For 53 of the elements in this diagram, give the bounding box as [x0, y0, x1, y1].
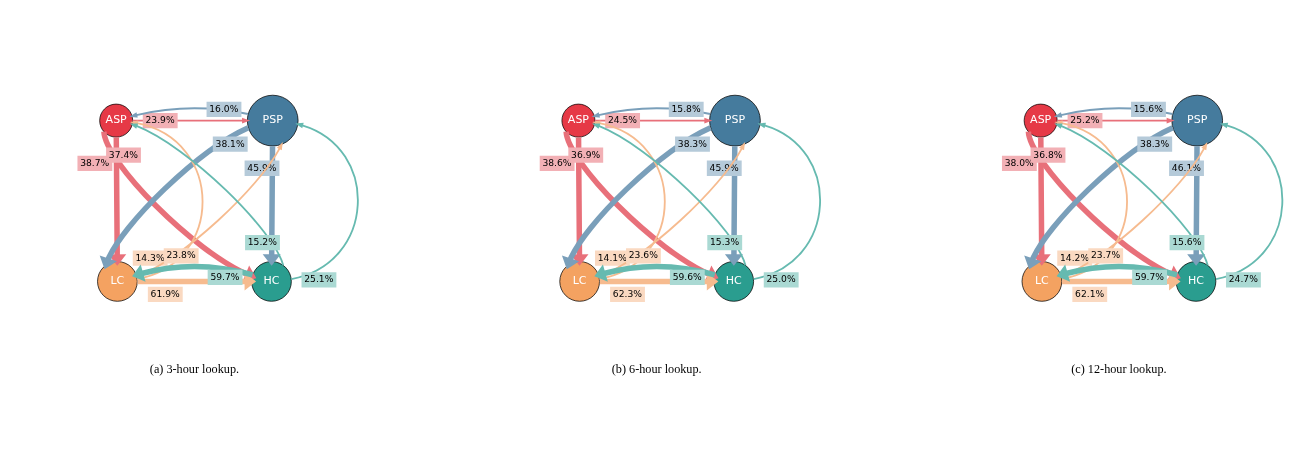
label: (b) 6-hour lookup.	[611, 361, 702, 376]
node-circle: ASP	[561, 103, 596, 137]
edge-label: 14.2%	[1060, 251, 1090, 263]
edge-label: 36.9%	[571, 148, 601, 160]
edge-label: 23.8%	[166, 248, 196, 260]
node-circle: LC	[97, 260, 138, 302]
edge-label: 15.2%	[247, 235, 277, 247]
label: (a) 3-hour lookup.	[149, 361, 240, 376]
edge-label: 45.9%	[709, 161, 739, 173]
edge-label: 38.3%	[1140, 137, 1170, 149]
node-circle: PSP	[1171, 94, 1223, 146]
edge-label: 23.7%	[1091, 248, 1121, 260]
edge-label: 14.1%	[597, 251, 627, 263]
edge-label: 38.1%	[215, 137, 245, 149]
arrow	[1215, 122, 1284, 280]
edge-label: 14.3%	[135, 251, 165, 263]
node-circle: LC	[1021, 260, 1063, 302]
edge-label: 38.3%	[677, 137, 707, 149]
edge-label: 59.7%	[1134, 270, 1164, 282]
edge-label: 25.0%	[766, 272, 796, 284]
edge-label: 15.6%	[1133, 102, 1163, 114]
edge-label: 15.6%	[1172, 235, 1202, 247]
arrow	[752, 122, 821, 280]
edge-label: 38.0%	[1004, 156, 1034, 168]
node-circle: ASP	[1023, 103, 1058, 137]
node-circle: LC	[559, 260, 600, 302]
edge-label: 25.2%	[1070, 113, 1100, 125]
node-circle: HC	[713, 260, 754, 302]
edge-label: 23.6%	[628, 248, 658, 260]
edge-label: 25.1%	[304, 272, 334, 284]
edge-label: 62.3%	[612, 287, 642, 299]
arrow	[108, 136, 127, 266]
edge-label: 15.8%	[671, 102, 701, 114]
node-circle: HC	[251, 260, 292, 302]
edge-label: 36.8%	[1033, 148, 1063, 160]
edge-label: 23.9%	[145, 113, 175, 125]
edge-label: 38.6%	[542, 156, 572, 168]
node-circle: ASP	[99, 103, 134, 137]
edge-label: 61.9%	[150, 287, 180, 299]
edge-label: 24.5%	[607, 113, 638, 125]
edge-label: 59.7%	[210, 270, 240, 282]
edge-label: 15.3%	[710, 235, 740, 247]
node-circle: HC	[1175, 260, 1217, 302]
edge-label: 62.1%	[1075, 287, 1105, 299]
arrow	[290, 122, 359, 280]
edge-label: 24.7%	[1228, 272, 1258, 284]
label: (c) 12-hour lookup.	[1071, 361, 1167, 376]
edge-label: 37.4%	[108, 148, 138, 160]
node-circle: PSP	[709, 94, 761, 146]
edge-label: 16.0%	[209, 102, 239, 114]
node-circle: PSP	[246, 94, 299, 146]
edge-label: 59.6%	[672, 270, 702, 282]
edge-label: 38.7%	[80, 156, 110, 168]
